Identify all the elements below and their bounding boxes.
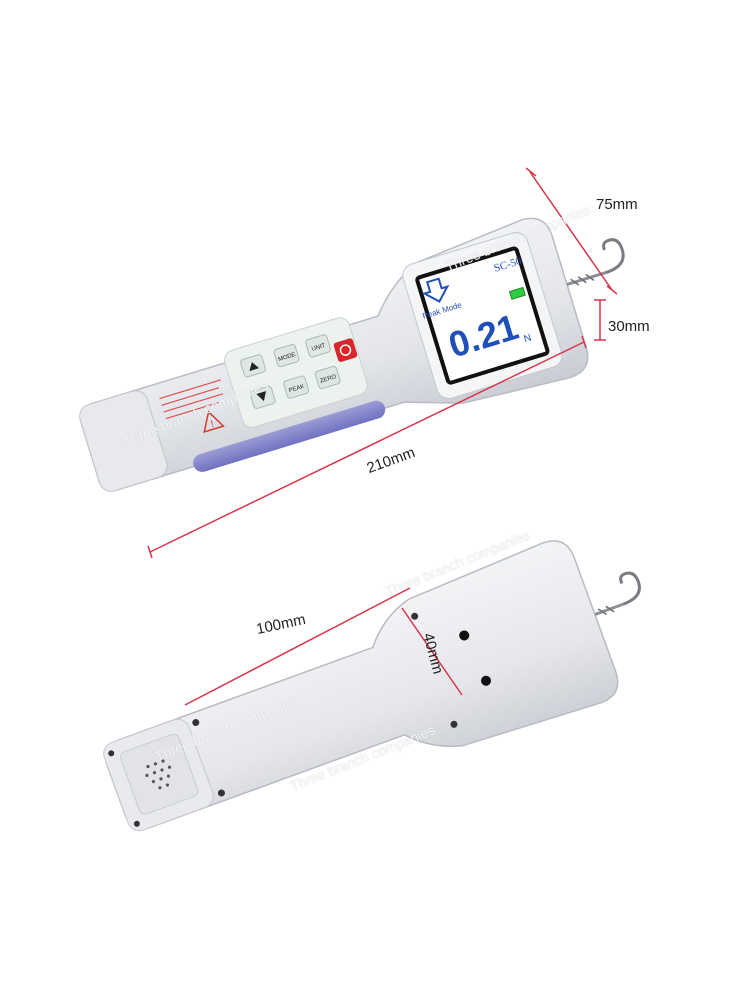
- up-arrow-icon: [249, 361, 260, 372]
- front-device: ! MODE PEAK UNIT ZERO: [79, 217, 625, 492]
- hook-icon: [602, 238, 625, 275]
- down-arrow-icon: [256, 391, 267, 402]
- battery-icon: [508, 286, 526, 300]
- screw: [217, 789, 225, 797]
- peak-button[interactable]: [283, 375, 310, 399]
- dimension-lines: [147, 167, 618, 706]
- grip-strip: [193, 400, 386, 472]
- mode-button[interactable]: [273, 343, 300, 368]
- hook-icon: [619, 571, 641, 606]
- mount-hole: [459, 630, 470, 641]
- warning-triangle-icon: [203, 410, 225, 434]
- keypad-buttons: MODE PEAK UNIT ZERO: [240, 334, 358, 409]
- down-arrow-icon: [421, 277, 450, 303]
- unit-button-label: UNIT: [311, 343, 326, 353]
- unit-label: N: [523, 332, 533, 345]
- zero-button[interactable]: [314, 365, 341, 390]
- screw: [411, 612, 419, 620]
- dim-label-30mm: 30mm: [608, 318, 650, 335]
- screw: [108, 750, 115, 757]
- back-device: [103, 540, 641, 832]
- power-icon: [339, 344, 352, 356]
- warning-label: !: [159, 379, 225, 434]
- mode-button-label: MODE: [278, 352, 297, 363]
- end-cap: [79, 390, 168, 492]
- speaker-grill: [120, 733, 199, 815]
- screw: [192, 719, 200, 727]
- peak-button-label: PEAK: [288, 384, 305, 394]
- screw: [133, 820, 140, 827]
- svg-text:!: !: [210, 419, 216, 430]
- mount-hole: [481, 675, 492, 686]
- unit-button[interactable]: [305, 334, 331, 358]
- hook: [566, 238, 625, 286]
- lcd-screen: [415, 246, 550, 385]
- dim-label-75mm: 75mm: [596, 196, 638, 213]
- back-hook: [594, 571, 641, 616]
- screw: [450, 720, 458, 728]
- zero-button-label: ZERO: [319, 374, 337, 385]
- power-button[interactable]: [333, 338, 358, 363]
